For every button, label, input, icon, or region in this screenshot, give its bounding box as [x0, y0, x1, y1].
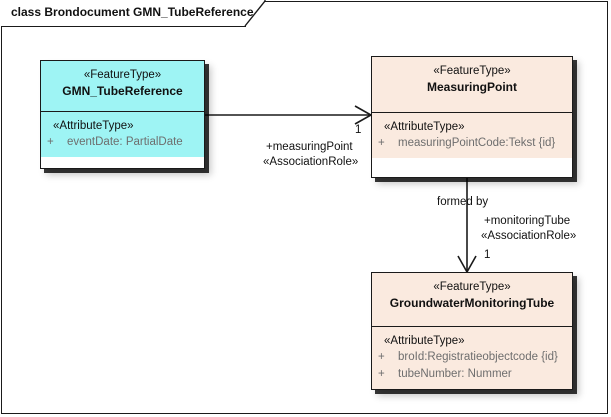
class-attributes-measuring-point: «AttributeType» + measuringPointCode:Tek… — [372, 113, 572, 158]
attribute-compartment-stereotype: «AttributeType» — [384, 335, 465, 347]
attribute-text: broId:Registratieobjectcode {id} — [398, 351, 558, 363]
class-name: GMN_TubeReference — [62, 84, 183, 98]
association-name-monitoring-tube: formed by — [437, 196, 489, 208]
class-attributes-groundwater-monitoring-tube: «AttributeType» + broId:Registratieobjec… — [372, 327, 572, 389]
diagram-frame-tab-notch — [244, 0, 266, 27]
attribute-row: + eventDate: PartialDate — [47, 134, 200, 151]
attribute-row: + measuringPointCode:Tekst {id} — [378, 135, 568, 152]
attribute-visibility: + — [47, 136, 54, 148]
attribute-compartment-stereotype: «AttributeType» — [384, 121, 465, 133]
diagram-frame-tab-underline — [1, 26, 246, 27]
attribute-text: measuringPointCode:Tekst {id} — [398, 137, 556, 149]
attribute-visibility: + — [378, 137, 385, 149]
association-role-measuring-point: +measuringPoint — [266, 141, 353, 153]
association-role-monitoring-tube: +monitoringTube — [484, 215, 571, 227]
class-name: GroundwaterMonitoringTube — [389, 296, 555, 310]
association-role-stereotype-monitoring-tube: «AssociationRole» — [481, 230, 577, 242]
association-role-stereotype-measuring-point: «AssociationRole» — [263, 156, 359, 168]
attribute-text: eventDate: PartialDate — [67, 136, 183, 148]
class-stereotype: «FeatureType» — [83, 69, 162, 81]
attribute-text: tubeNumber: Nummer — [398, 368, 512, 380]
attribute-compartment-stereotype: «AttributeType» — [53, 120, 134, 132]
class-header-measuring-point: «FeatureType» MeasuringPoint — [372, 57, 572, 113]
association-multiplicity-monitoring-tube: 1 — [484, 249, 491, 261]
class-box-gmn-tube-reference[interactable]: «FeatureType» GMN_TubeReference «Attribu… — [40, 60, 205, 169]
class-name: MeasuringPoint — [426, 80, 517, 94]
class-box-measuring-point[interactable]: «FeatureType» MeasuringPoint «AttributeT… — [371, 56, 573, 178]
class-header-groundwater-monitoring-tube: «FeatureType» GroundwaterMonitoringTube — [372, 273, 572, 327]
class-box-groundwater-monitoring-tube[interactable]: «FeatureType» GroundwaterMonitoringTube … — [371, 272, 573, 390]
attribute-row: + broId:Registratieobjectcode {id} — [378, 349, 568, 366]
diagram-frame-tab — [1, 1, 265, 27]
association-multiplicity-measuring-point: 1 — [355, 124, 362, 136]
class-header-gmn-tube-reference: «FeatureType» GMN_TubeReference — [41, 61, 204, 112]
attribute-visibility: + — [378, 351, 385, 363]
class-stereotype: «FeatureType» — [433, 65, 511, 77]
class-attributes-gmn-tube-reference: «AttributeType» + eventDate: PartialDate — [41, 112, 204, 157]
attribute-row: + tubeNumber: Nummer — [378, 366, 568, 383]
attribute-visibility: + — [378, 368, 385, 380]
diagram-title: class Brondocument GMN_TubeReference — [11, 5, 254, 19]
class-stereotype: «FeatureType» — [433, 281, 511, 293]
